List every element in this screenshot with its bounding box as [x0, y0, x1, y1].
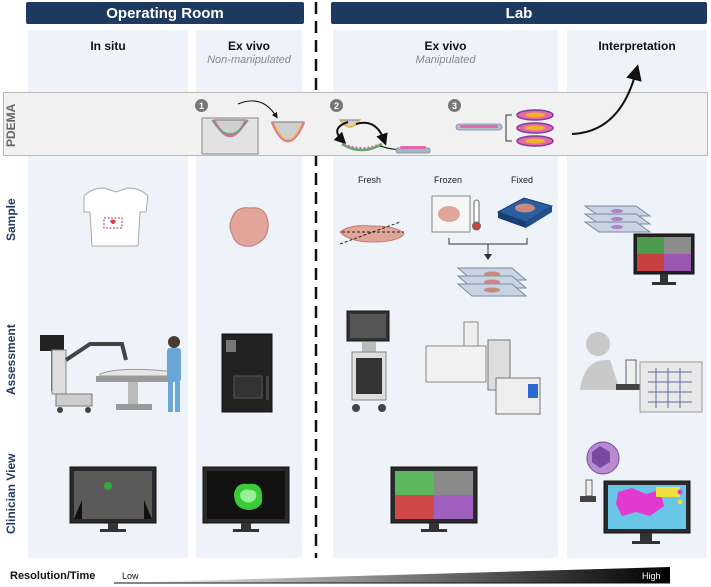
step-badge-3: 3	[448, 99, 461, 112]
step-badge-2: 2	[330, 99, 343, 112]
step-badge-1: 1	[195, 99, 208, 112]
assessment-row-illustrations	[40, 310, 703, 415]
clinician-view-illustrations	[69, 441, 691, 544]
lab-header: Lab	[331, 2, 707, 24]
resolution-low-label: Low	[122, 571, 139, 581]
resolution-high-label: High	[642, 571, 661, 581]
column-title-interpretation: Interpretation	[598, 39, 676, 53]
column-subtitle-manipulated: Manipulated	[415, 54, 476, 66]
column-subtitle-non-manipulated: Non-manipulated	[207, 54, 291, 66]
operating-room-header: Operating Room	[26, 2, 304, 24]
column-title-ex-vivo-non-manipulated: Ex vivo	[227, 39, 271, 53]
column-title-ex-vivo-manipulated: Ex vivo	[424, 39, 467, 53]
room-divider	[314, 2, 318, 558]
resolution-gradient	[114, 567, 670, 584]
pdema-illustrations	[201, 64, 642, 155]
label-fixed: Fixed	[511, 175, 534, 185]
label-frozen: Frozen	[434, 175, 463, 185]
column-title-in-situ: In situ	[90, 39, 126, 53]
resolution-label: Resolution/Time	[10, 570, 96, 582]
sample-row-illustrations	[83, 187, 695, 297]
label-fresh: Fresh	[358, 175, 382, 185]
